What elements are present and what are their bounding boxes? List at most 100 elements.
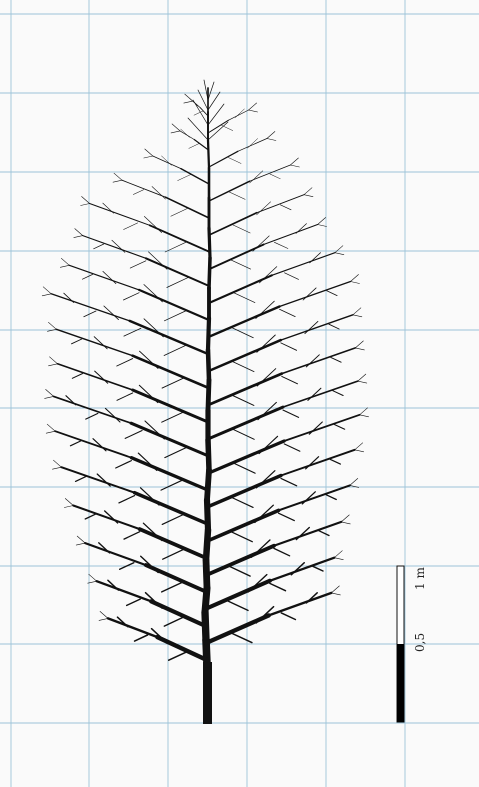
twig — [124, 532, 140, 539]
twig — [281, 478, 297, 485]
twig — [124, 223, 138, 230]
branch-left — [135, 493, 208, 524]
twig — [279, 513, 295, 520]
twig — [233, 396, 254, 406]
twig — [70, 441, 80, 446]
twig — [270, 583, 286, 590]
apex-twig — [193, 100, 208, 125]
twig-tip — [334, 558, 343, 560]
twig — [162, 412, 183, 422]
branch-left — [97, 581, 151, 601]
twig — [164, 345, 186, 355]
twig-tip — [45, 396, 54, 398]
twig — [167, 278, 188, 288]
twig — [169, 652, 187, 661]
apex-twig — [188, 118, 208, 140]
branch-left — [85, 543, 146, 565]
twig-tip — [81, 204, 90, 206]
branch-right — [250, 165, 291, 181]
twig — [171, 209, 188, 217]
branch-right — [209, 441, 284, 473]
branch-left — [139, 290, 209, 320]
branch-left — [150, 225, 210, 252]
twig — [310, 253, 321, 263]
twig — [94, 244, 104, 249]
branch-right — [264, 225, 318, 245]
tree-trunk-base — [203, 662, 212, 724]
twig-tip — [355, 450, 364, 452]
twig — [76, 477, 86, 482]
twig-tip — [353, 315, 362, 317]
branch-right — [228, 110, 248, 120]
twig — [229, 192, 245, 199]
twig-tip — [304, 195, 313, 197]
twig-tip — [53, 460, 61, 467]
twig-tip — [61, 258, 69, 265]
twig — [285, 273, 299, 280]
twig — [162, 378, 183, 388]
branch-left — [69, 265, 139, 290]
twig — [327, 291, 337, 296]
twig — [86, 413, 98, 419]
twig — [162, 515, 183, 525]
twig-tip — [172, 124, 180, 131]
twig-tip — [358, 374, 366, 381]
twig — [228, 158, 241, 164]
twig-tip — [318, 218, 326, 225]
twig-tip — [360, 408, 368, 415]
branch-left — [166, 197, 210, 218]
twig — [330, 459, 340, 464]
branch-right — [209, 275, 272, 303]
twig-tip — [351, 282, 360, 284]
twig — [231, 633, 252, 643]
twig-tip — [355, 348, 364, 350]
branch-left — [61, 467, 134, 493]
twig-tip — [290, 165, 299, 167]
twig-tip — [113, 180, 122, 182]
branch-right — [209, 340, 281, 371]
twig — [334, 425, 344, 430]
branch-right — [210, 245, 264, 270]
tree-silhouette — [42, 80, 368, 724]
twig — [235, 109, 244, 118]
twig-tip — [341, 515, 349, 522]
twig-tip — [355, 341, 363, 348]
branch-right — [282, 348, 356, 374]
branch-left — [131, 458, 207, 490]
branch-left — [153, 156, 181, 169]
tree-main-stem — [209, 228, 210, 258]
branch-left — [83, 236, 146, 259]
twig — [333, 391, 343, 396]
twig-tip — [290, 158, 298, 165]
twig — [329, 324, 339, 329]
scale-label-1m: 1 m — [413, 567, 427, 590]
twig — [84, 311, 96, 317]
branch-left — [56, 329, 132, 355]
twig-tip — [341, 522, 350, 524]
tree-main-stem — [206, 530, 208, 560]
twig — [233, 429, 254, 439]
twig — [274, 242, 288, 248]
twig-tip — [49, 364, 58, 366]
twig — [326, 495, 336, 500]
twig-tip — [351, 275, 359, 282]
twig — [280, 205, 291, 210]
twig — [82, 274, 92, 279]
branch-right — [281, 315, 353, 340]
tree-main-stem — [208, 318, 209, 350]
branch-left — [55, 431, 131, 458]
twig-tip — [249, 110, 258, 112]
branch-right — [208, 374, 282, 405]
twig — [319, 531, 329, 536]
twig — [231, 532, 252, 542]
branch-left — [90, 204, 150, 226]
twig — [234, 463, 255, 473]
twig — [85, 514, 95, 519]
twig — [125, 431, 142, 439]
twig — [233, 362, 254, 372]
twig — [162, 582, 183, 592]
twig — [283, 410, 299, 417]
twig — [133, 190, 144, 195]
twig-tip — [360, 415, 369, 417]
